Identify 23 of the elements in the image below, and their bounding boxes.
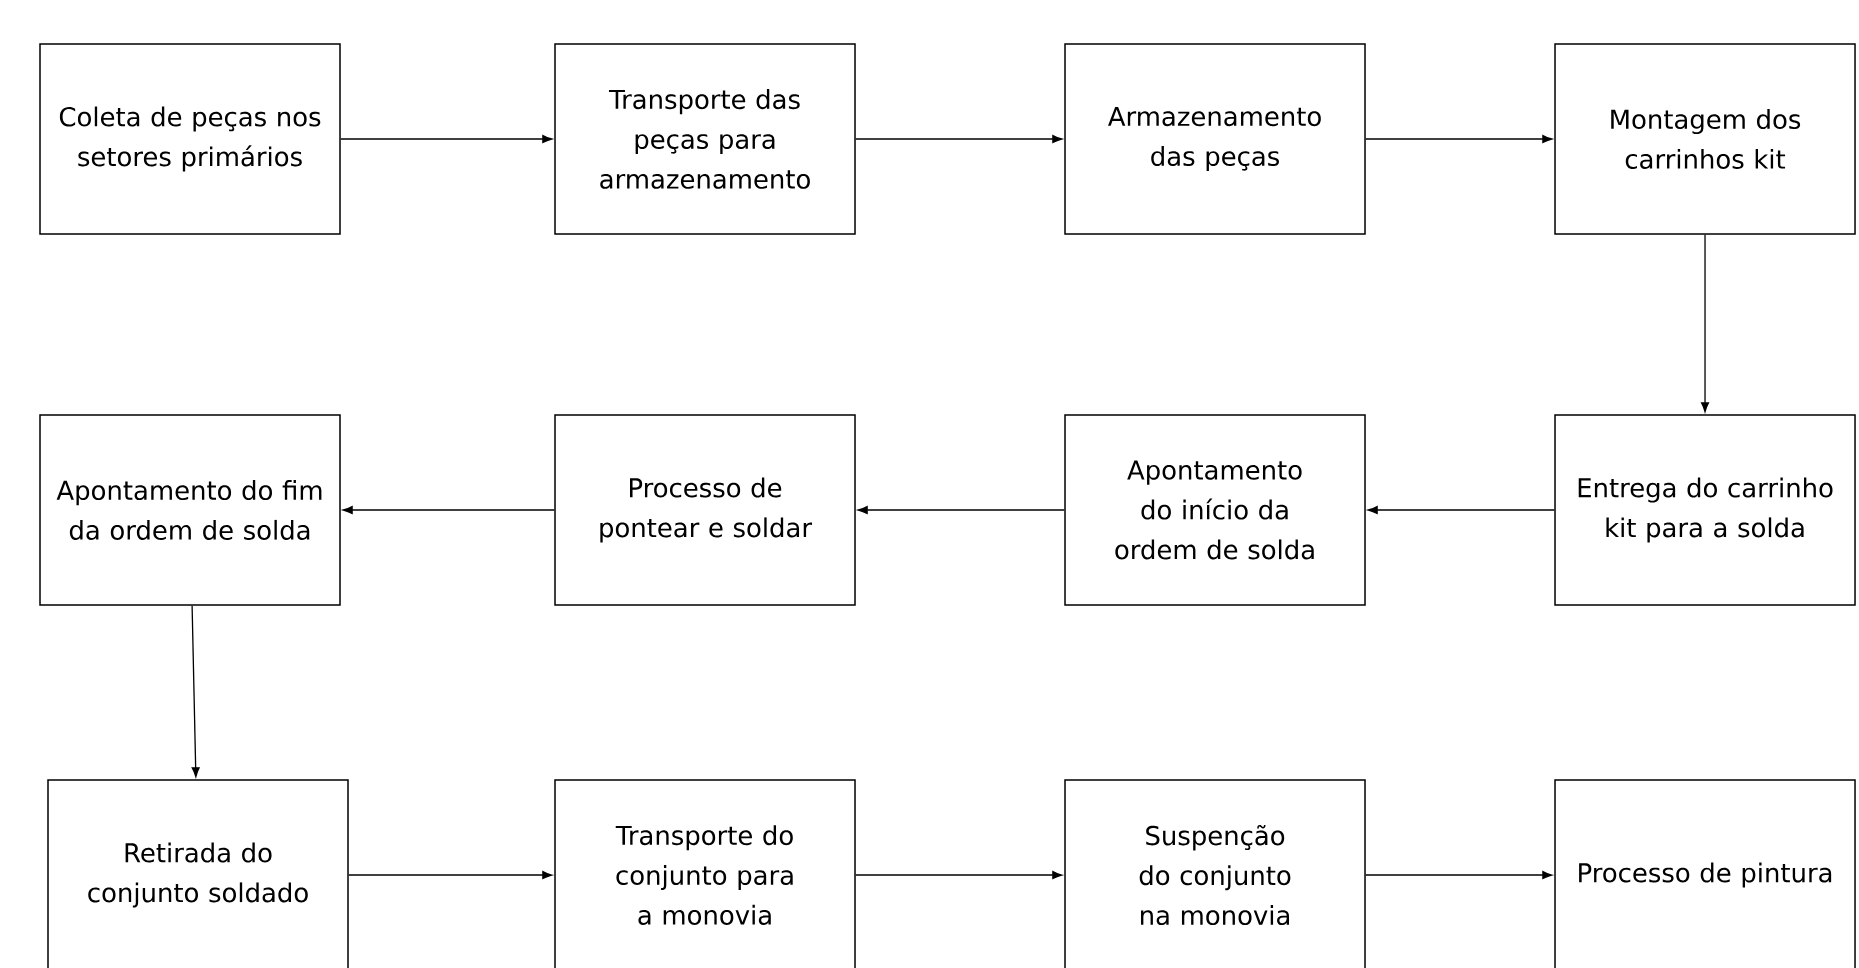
process-box: Apontamento do início da ordem de solda <box>1064 414 1366 606</box>
arrow <box>191 605 200 778</box>
process-box: Transporte das peças para armazenamento <box>554 43 856 235</box>
process-box: Coleta de peças nos setores primários <box>39 43 341 235</box>
arrow <box>348 871 553 880</box>
process-box: Suspenção do conjunto na monovia <box>1064 779 1366 968</box>
arrow <box>1367 506 1555 515</box>
process-box: Montagem dos carrinhos kit <box>1554 43 1856 235</box>
arrow <box>855 871 1063 880</box>
process-box: Retirada do conjunto soldado <box>47 779 349 968</box>
process-box: Armazenamento das peças <box>1064 43 1366 235</box>
process-box: Apontamento do fim da ordem de solda <box>39 414 341 606</box>
process-box: Processo de pintura <box>1554 779 1856 968</box>
arrow <box>855 135 1063 143</box>
arrow <box>1365 871 1553 880</box>
process-box: Transporte do conjunto para a monovia <box>554 779 856 968</box>
arrow <box>1365 135 1553 143</box>
process-box: Entrega do carrinho kit para a solda <box>1554 414 1856 606</box>
arrow <box>1701 234 1710 413</box>
arrow <box>857 506 1065 515</box>
process-box: Processo de pontear e soldar <box>554 414 856 606</box>
arrow <box>342 506 555 515</box>
arrow <box>340 135 553 143</box>
